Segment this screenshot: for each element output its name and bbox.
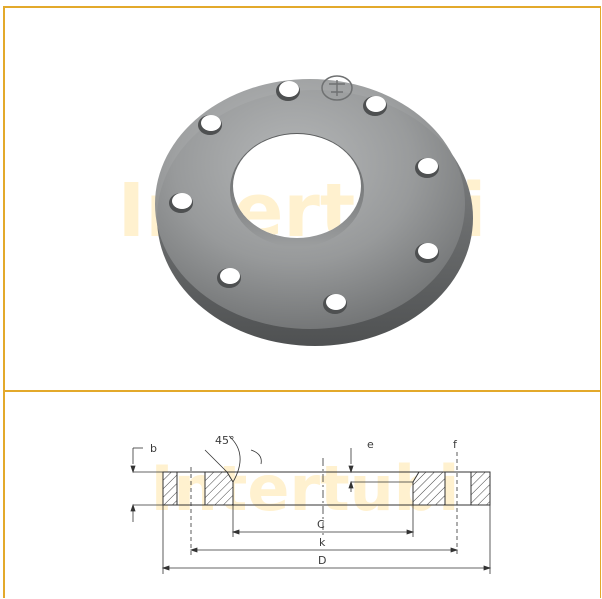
label-angle: 45° xyxy=(215,434,235,447)
stamped-logo-icon xyxy=(321,75,353,101)
dim-k xyxy=(189,547,459,553)
bolt-hole xyxy=(198,115,222,135)
cross-section-panel: Intertubi b xyxy=(5,392,599,598)
bolt-hole xyxy=(217,268,241,288)
bolt-hole-centerlines xyxy=(190,452,458,557)
bolt-hole xyxy=(415,158,439,178)
outer-frame xyxy=(3,6,601,598)
bolt-hole xyxy=(363,96,387,116)
dim-45 xyxy=(204,435,262,483)
dim-D xyxy=(161,505,492,574)
dim-e xyxy=(348,448,413,492)
flange-bore xyxy=(233,134,361,238)
label-D: D xyxy=(318,554,326,567)
dim-b xyxy=(130,447,163,522)
bolt-hole xyxy=(276,81,300,101)
flange-photo-panel: Intertubi Intertubi xyxy=(5,8,599,390)
label-f: f xyxy=(453,438,458,451)
bolt-hole xyxy=(415,243,439,263)
label-k: k xyxy=(319,536,326,549)
hatched-sections xyxy=(162,471,491,506)
flange-photo: Intertubi Intertubi xyxy=(118,75,486,346)
cross-section-drawing: Intertubi b xyxy=(130,434,492,574)
bolt-holes xyxy=(169,81,439,314)
label-C: C xyxy=(317,518,325,531)
bolt-hole xyxy=(323,294,347,314)
dim-C xyxy=(231,505,415,537)
panel-divider xyxy=(3,390,601,392)
bolt-hole xyxy=(169,193,193,213)
watermark-text-bottom: Intertubi xyxy=(151,452,460,525)
label-b: b xyxy=(150,442,157,455)
label-e: e xyxy=(367,438,374,451)
